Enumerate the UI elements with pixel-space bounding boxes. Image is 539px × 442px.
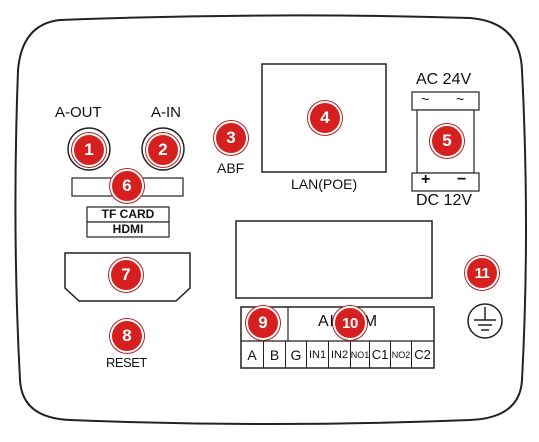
callout-badge-4: 4: [308, 101, 342, 135]
terminal-label: A: [241, 341, 264, 368]
callout-badge-7: 7: [109, 258, 143, 292]
callout-badge-9: 9: [246, 306, 280, 340]
terminal-label: NO2: [391, 341, 412, 368]
terminal-label: B: [264, 341, 286, 368]
audio-in-label: A-IN: [151, 104, 181, 121]
hdmi-label-box: [86, 221, 170, 238]
callout-badge-6: 6: [110, 169, 144, 203]
audio-out-label: A-OUT: [55, 104, 102, 121]
abf-label: ABF: [217, 160, 245, 176]
callout-badge-2: 2: [146, 133, 180, 167]
dc-plus-label: +: [421, 171, 431, 188]
dc-minus-label: −: [457, 171, 467, 188]
terminal-label: C1: [370, 341, 391, 368]
terminal-label: IN2: [329, 341, 351, 368]
callout-badge-1: 1: [72, 133, 106, 167]
lan-poe-label: LAN(POE): [291, 176, 358, 192]
ac-symbol-right: ~: [456, 91, 465, 107]
callout-badge-11: 11: [465, 256, 499, 290]
reset-label: RESET: [106, 355, 147, 370]
terminal-label: C2: [414, 347, 431, 362]
ac-symbol-left: ~: [421, 91, 430, 107]
callout-badge-5: 5: [430, 124, 464, 158]
ac-24v-label: AC 24V: [416, 71, 472, 88]
ground-symbol-icon: [467, 303, 503, 339]
terminal-label: NO1: [351, 341, 370, 368]
callout-badge-8: 8: [110, 319, 144, 353]
terminal-label: G: [286, 341, 307, 368]
power-terminal-bottom: [411, 172, 480, 192]
blank-panel: [235, 220, 433, 299]
dc-12v-label: DC 12V: [416, 192, 473, 209]
terminal-label: IN1: [307, 341, 329, 368]
tf-card-label: TF CARD: [101, 207, 155, 221]
hdmi-label: HDMI: [112, 222, 144, 236]
callout-badge-10: 10: [333, 306, 367, 340]
callout-badge-3: 3: [214, 121, 248, 155]
